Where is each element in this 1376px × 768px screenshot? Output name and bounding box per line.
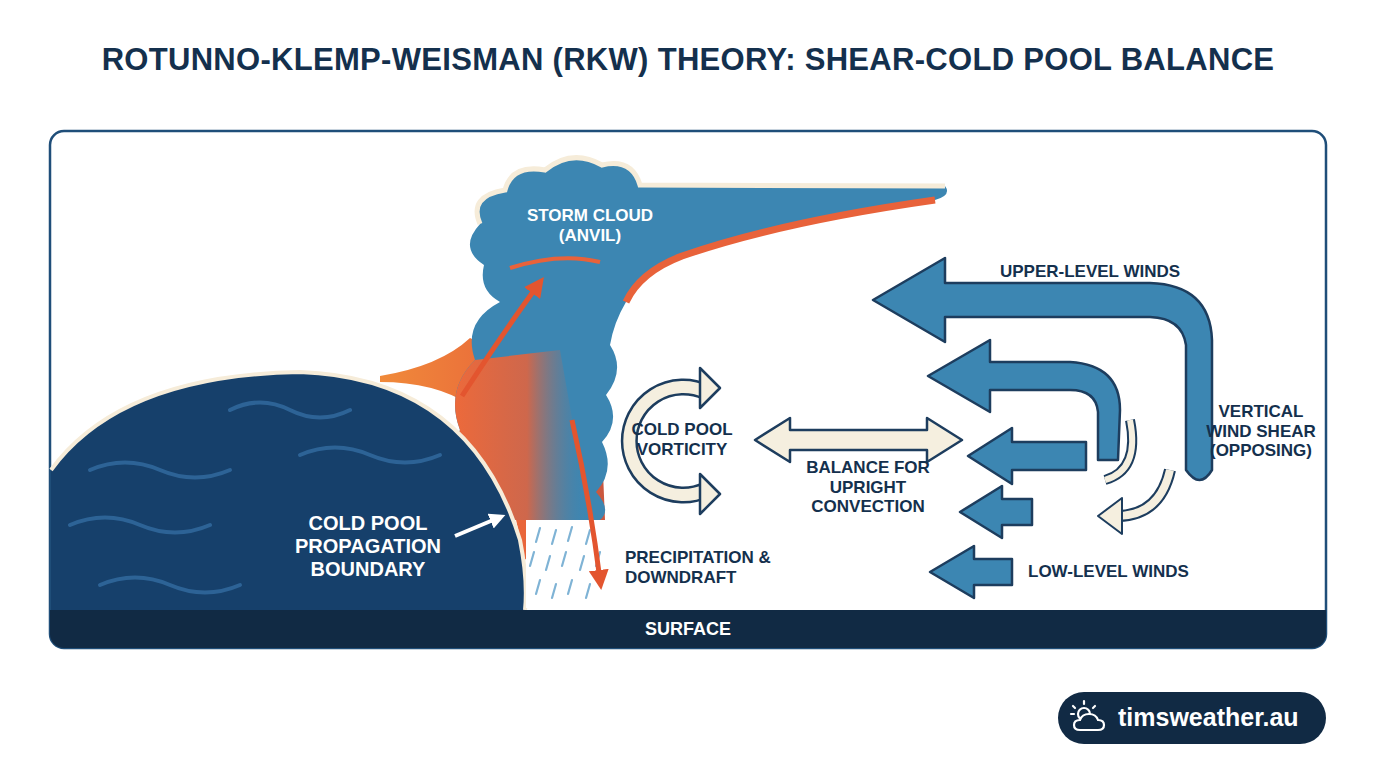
wind-label: UPPER-LEVEL WINDS	[980, 262, 1200, 282]
balance-double-arrow	[755, 418, 962, 462]
wind-label: LOW-LEVEL WINDS	[1028, 562, 1218, 582]
diagram-title: ROTUNNO-KLEMP-WEISMAN (RKW) THEORY: SHEA…	[40, 42, 1336, 78]
cold-pool-dome: COLD POOL PROPAGATION BOUNDARY	[50, 360, 530, 610]
rain-streaks	[526, 520, 610, 608]
downdraft-arrow	[572, 420, 600, 580]
wind-arrows	[873, 258, 1212, 598]
surface-band: SURFACE	[50, 610, 1326, 648]
frame	[50, 131, 1326, 648]
logo-badge: timsweather.au	[1058, 692, 1326, 744]
shear-curved-arrow	[1098, 420, 1170, 534]
updraft-arrow	[462, 285, 538, 396]
node-text: SURFACE	[50, 619, 1326, 640]
shear-label: VERTICAL WIND SHEAR (OPPOSING)	[1196, 402, 1326, 461]
node-text: COLD POOL PROPAGATION BOUNDARY	[280, 512, 456, 581]
node-text: STORM CLOUD (ANVIL)	[525, 206, 655, 245]
vorticity-label: COLD POOL VORTICITY	[620, 420, 744, 459]
balance-label: BALANCE FOR UPRIGHT CONVECTION	[795, 458, 941, 517]
precip-label: PRECIPITATION & DOWNDRAFT	[625, 548, 775, 587]
leader-line	[455, 518, 498, 536]
node-text: timsweather.au	[1118, 703, 1318, 732]
